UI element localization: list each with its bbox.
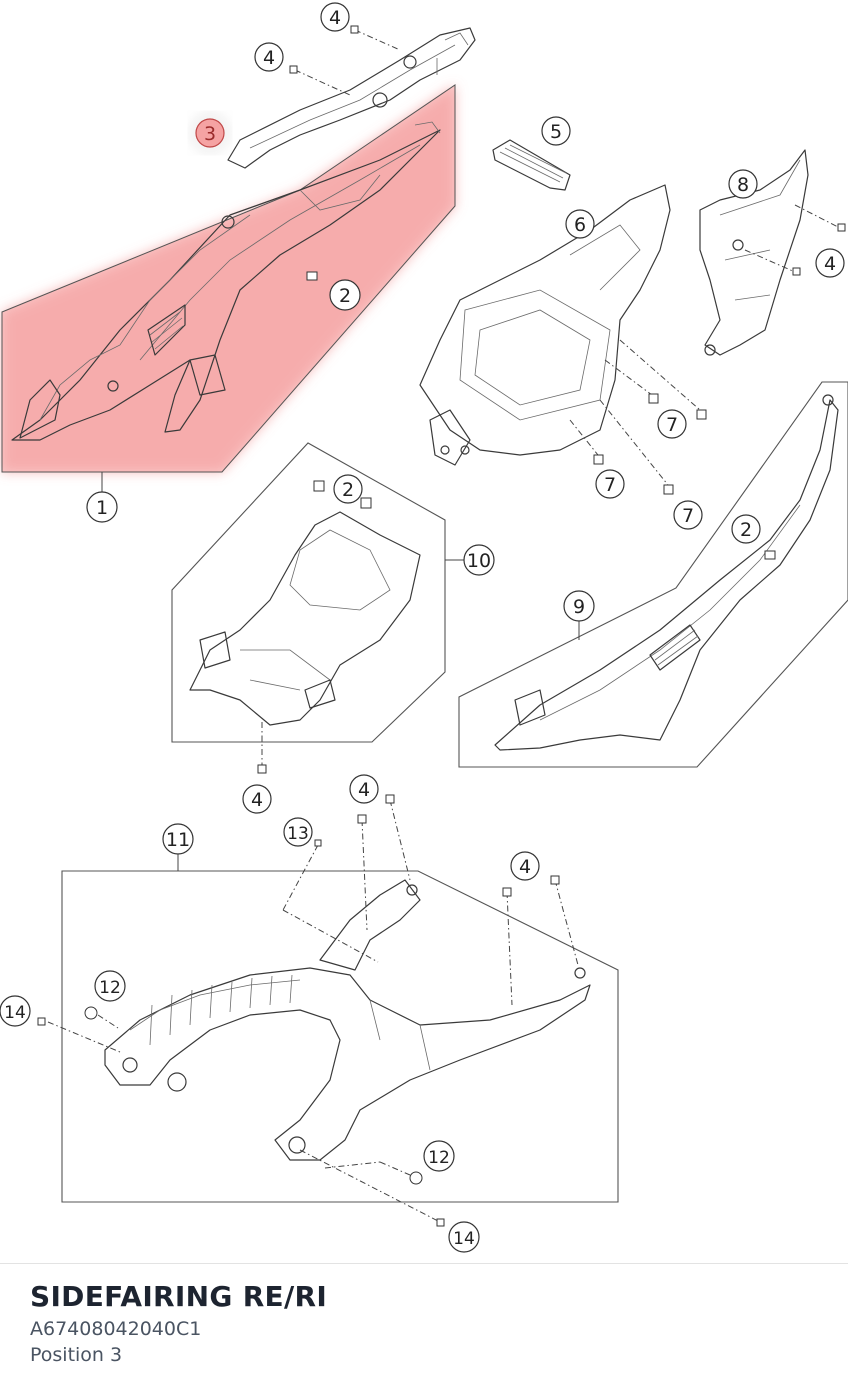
- part-number: A67408042040C1: [30, 1318, 202, 1340]
- svg-text:7: 7: [604, 474, 616, 496]
- bolts-part-4-cover: [744, 204, 846, 276]
- frame-part-10: [171, 442, 446, 743]
- diagram-title: SIDEFAIRING RE/RI: [30, 1280, 328, 1313]
- callout-5[interactable]: 5: [541, 116, 571, 146]
- callout-12-right[interactable]: 12: [423, 1140, 455, 1172]
- svg-text:9: 9: [573, 596, 585, 618]
- callout-14-left[interactable]: 14: [0, 995, 31, 1027]
- svg-text:10: 10: [467, 550, 491, 572]
- part-1-sidefairing-drawing: [11, 121, 441, 441]
- svg-text:7: 7: [666, 414, 678, 436]
- svg-text:5: 5: [550, 121, 562, 143]
- part-9-sidefairing-drawing: [494, 394, 839, 751]
- callout-1[interactable]: 1: [86, 472, 118, 523]
- callout-10[interactable]: 10: [445, 544, 495, 576]
- part-8-cover-drawing: [699, 149, 809, 356]
- svg-text:4: 4: [358, 779, 370, 801]
- part-11-subframe-drawing: [104, 879, 591, 1161]
- highlight-part-1[interactable]: [1, 84, 456, 473]
- svg-text:2: 2: [342, 479, 354, 501]
- svg-text:2: 2: [740, 519, 752, 541]
- frame-part-9: [458, 381, 848, 768]
- svg-text:14: 14: [453, 1229, 475, 1249]
- part-6-tray-drawing: [419, 184, 671, 466]
- svg-text:11: 11: [166, 829, 190, 851]
- svg-text:1: 1: [96, 497, 108, 519]
- callout-2-top[interactable]: 2: [329, 279, 361, 311]
- callout-4-cover[interactable]: 4: [815, 248, 845, 278]
- svg-text:3: 3: [204, 123, 216, 145]
- callout-6[interactable]: 6: [565, 209, 595, 239]
- callout-13[interactable]: 13: [283, 817, 313, 847]
- callout-4-panel[interactable]: 4: [242, 784, 272, 814]
- diagram-caption: SIDEFAIRING RE/RI A67408042040C1 Positio…: [30, 1278, 327, 1368]
- callout-8[interactable]: 8: [728, 169, 758, 199]
- callout-12-left[interactable]: 12: [94, 970, 126, 1002]
- bolt-part-4-panel: [257, 722, 267, 774]
- bolt-part-13: [282, 839, 379, 963]
- svg-text:4: 4: [263, 47, 275, 69]
- svg-text:7: 7: [682, 505, 694, 527]
- callout-7-a[interactable]: 7: [657, 409, 687, 439]
- svg-text:14: 14: [4, 1003, 26, 1023]
- bolts-part-4-subframe: [357, 794, 579, 1006]
- svg-text:12: 12: [99, 978, 121, 998]
- callout-4-subframe-a[interactable]: 4: [349, 774, 379, 804]
- callout-14-right[interactable]: 14: [448, 1221, 480, 1253]
- callout-7-c[interactable]: 7: [673, 500, 703, 530]
- callout-3-selected[interactable]: 3: [193, 116, 227, 150]
- callout-2-right[interactable]: 2: [731, 514, 761, 544]
- svg-text:4: 4: [519, 856, 531, 878]
- frame-part-11: [61, 870, 619, 1203]
- svg-text:2: 2: [339, 285, 351, 307]
- svg-text:8: 8: [737, 174, 749, 196]
- callout-4-bracket[interactable]: 4: [254, 42, 284, 72]
- part-3-bracket-drawing: [227, 27, 476, 169]
- svg-text:4: 4: [251, 789, 263, 811]
- callout-9[interactable]: 9: [563, 590, 595, 640]
- svg-text:13: 13: [287, 824, 309, 844]
- svg-text:12: 12: [428, 1148, 450, 1168]
- exploded-parts-diagram: 1 2 3 4 4 5: [0, 2, 848, 1253]
- svg-text:6: 6: [574, 214, 586, 236]
- bolts-part-4-top: [289, 25, 401, 96]
- footer-divider: [0, 1263, 848, 1264]
- callout-4-top[interactable]: 4: [320, 2, 350, 32]
- callout-4-subframe-b[interactable]: 4: [510, 851, 540, 881]
- clip-nut-part-2-top: [306, 271, 318, 281]
- callout-7-b[interactable]: 7: [595, 469, 625, 499]
- grommet-part-12-left: [37, 1006, 121, 1053]
- position-label: Position 3: [30, 1344, 123, 1366]
- part-10-panel-drawing: [189, 480, 421, 726]
- callout-2-panel[interactable]: 2: [333, 474, 363, 504]
- svg-text:4: 4: [329, 7, 341, 29]
- callout-11[interactable]: 11: [162, 823, 194, 871]
- bolts-part-7: [569, 339, 707, 495]
- svg-text:4: 4: [824, 253, 836, 275]
- grommet-part-12-right: [299, 1149, 445, 1227]
- part-5-grille-drawing: [492, 139, 571, 191]
